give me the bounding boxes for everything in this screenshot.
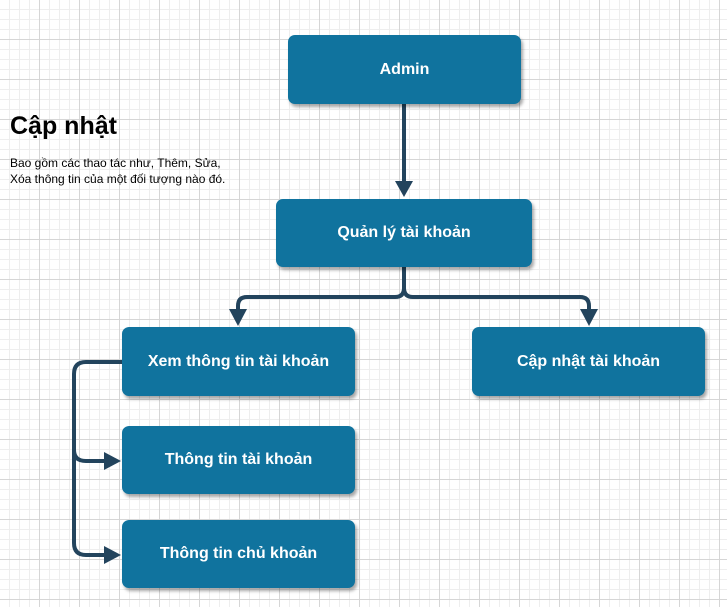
arrowhead-thongtin-chukhoan-icon (104, 546, 121, 564)
node-thong-tin-chu-khoan[interactable]: Thông tin chủ khoản (122, 520, 355, 588)
node-admin[interactable]: Admin (288, 35, 521, 104)
edge-quanly-to-capnhat (402, 286, 591, 315)
edge-xem-to-thongtin-chukhoan (72, 448, 108, 557)
node-thong-tin-tai-khoan-label: Thông tin tài khoản (164, 451, 313, 468)
node-quan-ly-tai-khoan-label: Quản lý tài khoản (337, 224, 471, 241)
arrowhead-quanly-icon (395, 181, 413, 197)
arrowhead-xem-icon (229, 309, 247, 326)
edge-xem-to-thongtin-taikhoan (72, 360, 124, 463)
arrowheads (104, 181, 598, 564)
note-title: Cập nhật (10, 112, 117, 140)
edge-quanly-to-xem (236, 265, 406, 315)
node-cap-nhat-tai-khoan[interactable]: Cập nhật tài khoản (472, 327, 705, 396)
node-admin-label: Admin (379, 60, 430, 78)
node-xem-thong-tin-tai-khoan-label: Xem thông tin tài khoản (147, 352, 330, 370)
node-thong-tin-chu-khoan-label: Thông tin chủ khoản (159, 545, 318, 562)
arrowhead-thongtin-taikhoan-icon (104, 452, 121, 470)
arrowhead-capnhat-icon (580, 309, 598, 326)
node-quan-ly-tai-khoan[interactable]: Quản lý tài khoản (276, 199, 532, 267)
node-xem-thong-tin-tai-khoan[interactable]: Xem thông tin tài khoản (122, 327, 355, 396)
note-body: Bao gồm các thao tác như, Thêm, Sửa, Xóa… (10, 156, 226, 186)
text-note[interactable]: Cập nhật Bao gồm các thao tác như, Thêm,… (10, 112, 245, 187)
node-thong-tin-tai-khoan[interactable]: Thông tin tài khoản (122, 426, 355, 494)
node-cap-nhat-tai-khoan-label: Cập nhật tài khoản (516, 352, 661, 370)
